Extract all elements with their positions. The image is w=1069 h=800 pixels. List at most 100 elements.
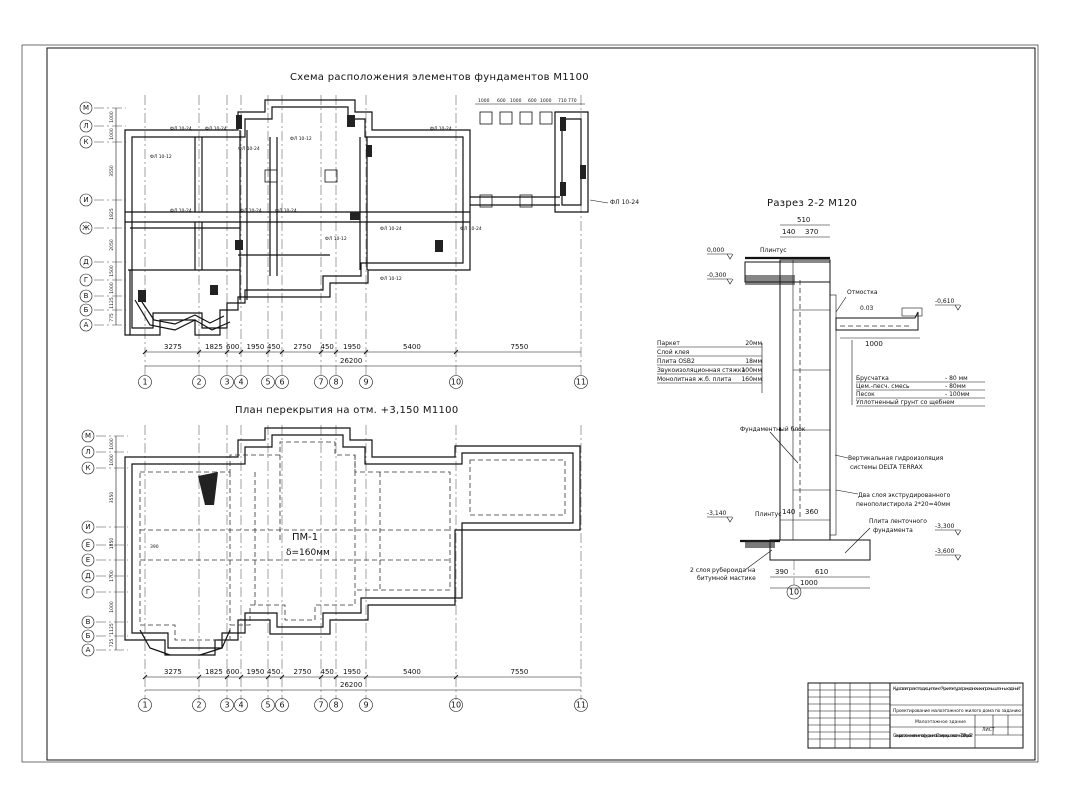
plan2-inner-wall (131, 434, 574, 649)
plan2-letter-circle-3 (81, 520, 95, 534)
plan1-axis-circle-11 (574, 375, 588, 389)
plan2-dim-bottom-0: 3275 (164, 668, 182, 676)
stamp-line3: Малоэтажное здание (915, 719, 966, 725)
plan2-dim-left-4: 1700 (109, 570, 115, 582)
plan1-letter-1: Л (83, 122, 88, 130)
plan2-dim-bottom-4: 450 (267, 668, 280, 676)
stamp-line5: ЛИСТ (982, 727, 995, 733)
section-dim-610: 610 (815, 568, 828, 576)
plan1-letter-0: М (83, 104, 89, 112)
plan1-fl-label-11: ФЛ 10-12 (380, 276, 402, 282)
section-otmostka: Отмостка (847, 289, 878, 296)
plan2-letter-9: Б (86, 632, 91, 640)
plan2-axis-circle-4 (234, 698, 248, 712)
section-slab-2: фундамента (873, 527, 913, 534)
section-title: Разрез 2-2 М120 (767, 198, 857, 209)
plan1-letter-circle-3 (79, 193, 93, 207)
plan1-fl-label-9: ФЛ 10-24 (380, 226, 402, 232)
section-dim-390: 390 (775, 568, 788, 576)
plan2-axis-label-8: 8 (333, 701, 338, 710)
plan2-axis-circle-5 (261, 698, 275, 712)
plan1-fl-label-6: ФЛ 10-24 (240, 208, 262, 214)
plan1-inner-wall (131, 106, 464, 329)
plan2-small-dim: 390 (150, 544, 159, 550)
plan2-letter-circle-8 (81, 615, 95, 629)
floor-layer-name-1: Слой клея (657, 349, 690, 356)
plan1-top-dim-4: 1000 (540, 98, 552, 104)
paving-layer-name-2: Песок (856, 391, 875, 398)
plan1-top-dim-2: 1000 (510, 98, 522, 104)
plan1-axis-circle-8 (329, 375, 343, 389)
plan2-dashed-outline (139, 441, 451, 641)
plan1-interior-walls (125, 130, 470, 335)
section-width-1000: 1000 (865, 340, 883, 348)
plan1-outer-wall (124, 99, 471, 336)
section-block-label: Фундаментный блок (740, 426, 806, 433)
plan1-letter-2: К (84, 138, 89, 146)
section-axis: 10 (789, 588, 799, 597)
plan1-letter-circle-5 (79, 255, 93, 269)
paving-layer-thk-2: - 100мм (945, 391, 970, 398)
plan1-fl-label-12: ФЛ 10-24 (460, 226, 482, 232)
plan2-letter-8: В (86, 618, 91, 626)
plan1-bay (134, 299, 231, 331)
foundation-plan: Схема расположения элементов фундаментов… (79, 72, 639, 389)
section-dim-mid-140: 140 (782, 508, 795, 516)
plan1-dim-bottom-8: 5400 (403, 343, 421, 351)
outer-frame (21, 44, 1039, 763)
plan1-axis-label-5: 5 (265, 378, 270, 387)
plan2-letter-4: Е (86, 541, 90, 549)
inner-frame (46, 47, 1036, 761)
plan2-letter-circle-6 (81, 569, 95, 583)
plan2-dim-left-6: 1125 (109, 623, 115, 635)
floor-layer-thk-3: 100мм (741, 367, 762, 374)
plan2-dim-bottom-3: 1950 (247, 668, 265, 676)
section-ruberoid-1: 2 слоя рубероида на (690, 567, 756, 574)
plan2-bay (139, 629, 231, 656)
plan1-fl-label-0: ФЛ 10-24 (170, 126, 192, 132)
plan1-piers (264, 111, 553, 208)
section-slab-1: Плита ленточного (869, 518, 927, 525)
section-foundation-slab (769, 539, 871, 561)
plan1-fl-label-5: ФЛ 10-24 (238, 146, 260, 152)
plan2-letter-circle-10 (81, 643, 95, 657)
section-plintus-top: Плинтус (760, 247, 787, 254)
plan1-dim-bottom-1: 1825 (205, 343, 223, 351)
plan2-axis-label-4: 4 (238, 701, 243, 710)
plan2-outer-wall (124, 427, 581, 656)
plan1-dim-left-6: 1000 (109, 282, 115, 294)
section-dim-140: 140 (782, 228, 795, 236)
plan2-axis-circle-9 (359, 698, 373, 712)
plan2-letter-10: А (86, 646, 91, 654)
plan1-hatched-blocks (138, 115, 586, 302)
section-mark-0: 0,000 (707, 247, 724, 254)
plan2-axis-circle-3 (220, 698, 234, 712)
floor-layer-name-4: Монолитная ж.б. плита (657, 376, 732, 383)
plan1-axis-circle-6 (275, 375, 289, 389)
plan1-top-dim-5: 710 (558, 98, 567, 104)
plan2-dim-left-1: 1000 (109, 454, 115, 466)
plan2-axis-label-6: 6 (279, 701, 284, 710)
plan2-axis-label-11: 11 (576, 701, 586, 710)
section-paving (835, 311, 919, 331)
plan2-dim-left-2: 3550 (109, 492, 115, 504)
plan1-dim-left-1: 1000 (109, 128, 115, 140)
plan1-top-dim-1: 600 (497, 98, 506, 104)
section-mark-2: -0,610 (935, 298, 955, 305)
plan2-letter-circle-9 (81, 629, 95, 643)
plan1-letter-circle-4 (79, 221, 93, 235)
plan1-axis-label-10: 10 (451, 378, 461, 387)
plan1-axis-circle-10 (449, 375, 463, 389)
plan2-title: План перекрытия на отм. +3,150 М1100 (235, 405, 459, 416)
title-block: Курсовая проект по дисциплине "Архитекту… (807, 682, 1024, 749)
plan2-dim-bottom-7: 1950 (343, 668, 361, 676)
section-dim-mid-360: 360 (805, 508, 818, 516)
plan2-axis-label-3: 3 (224, 701, 229, 710)
plan1-letter-7: В (84, 292, 89, 300)
plan2-axis-circle-1 (138, 698, 152, 712)
stamp-line2: Проектирование малоэтажного жилого дома … (893, 708, 1021, 714)
section-plintus-bot: Плинтус (755, 511, 782, 518)
plan1-dim-left-5: 1500 (109, 265, 115, 277)
